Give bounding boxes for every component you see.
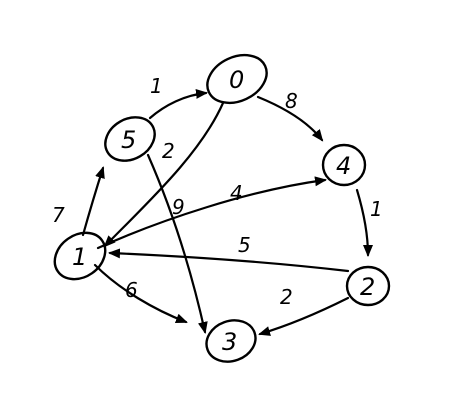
edge-0-4	[256, 95, 324, 142]
node-label: 2	[360, 273, 375, 301]
node-3: 3	[205, 319, 257, 363]
edge-weight-5-3: 9	[172, 195, 185, 219]
node-label: 3	[222, 328, 237, 356]
node-0: 0	[206, 53, 268, 105]
edge-0-1	[103, 101, 225, 248]
edge-weight-2-3: 2	[280, 285, 293, 309]
edge-2-1	[108, 248, 350, 273]
node-5: 5	[104, 116, 156, 162]
node-1: 1	[53, 231, 107, 281]
node-label: 0	[229, 66, 244, 94]
edge-weight-5-0: 1	[150, 74, 163, 98]
edge-4-2	[355, 188, 373, 257]
node-label: 5	[121, 126, 136, 154]
edge-weight-4-2: 1	[370, 197, 383, 221]
edge-weight-1-4: 4	[230, 181, 243, 205]
edge-weight-0-1: 2	[162, 139, 175, 163]
node-label: 4	[336, 152, 351, 180]
edge-1-5	[81, 166, 105, 237]
edge-2-3	[258, 296, 350, 336]
edge-5-0	[148, 88, 208, 120]
edge-5-3	[146, 153, 208, 334]
edge-weight-2-1: 5	[238, 233, 251, 257]
edge-weight-1-3: 6	[125, 278, 138, 302]
edge-weight-0-4: 8	[285, 89, 298, 113]
node-2: 2	[345, 265, 391, 307]
edge-1-3	[93, 263, 188, 324]
edge-weight-1-5: 7	[52, 203, 65, 227]
node-label: 1	[72, 243, 87, 271]
edge-1-4	[96, 176, 327, 250]
node-4: 4	[321, 143, 367, 187]
